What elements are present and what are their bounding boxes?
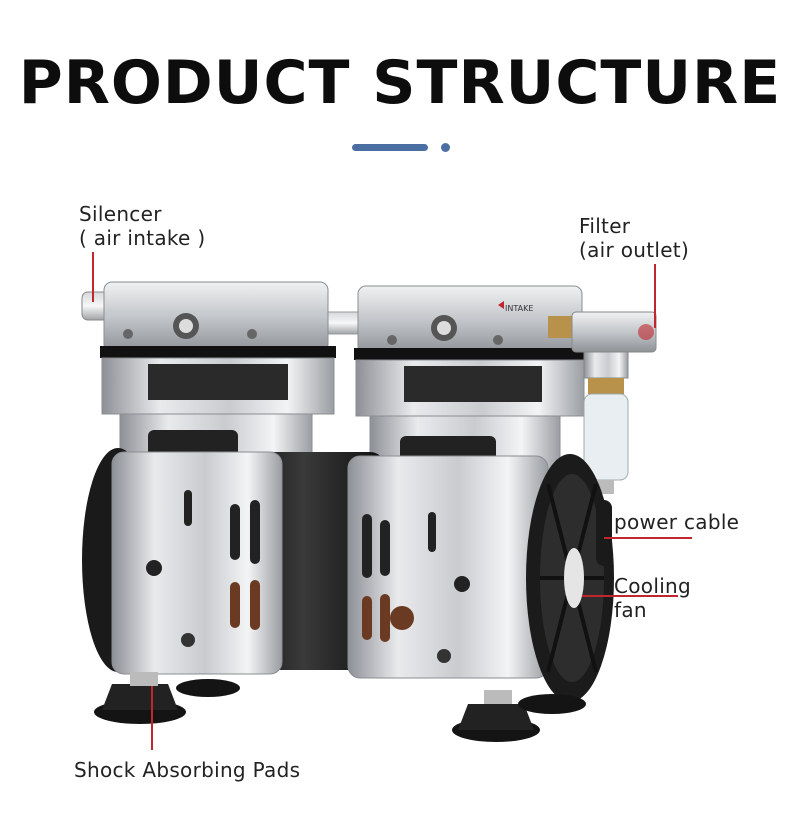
- cooling-fan-label: Cooling fan: [614, 574, 691, 622]
- cooling-fan: [526, 454, 614, 702]
- silencer-leader: [92, 252, 94, 302]
- silencer-label-line1: Silencer: [79, 202, 162, 226]
- filter-leader: [654, 264, 656, 328]
- filter-label-line1: Filter: [579, 214, 631, 238]
- power-cable-leader: [604, 537, 692, 539]
- filter-label-line2: (air outlet): [579, 238, 690, 262]
- right-crankcase: [347, 455, 549, 679]
- title-underline-dot: [441, 143, 450, 152]
- right-cylinder-head: INTAKE: [354, 285, 586, 475]
- cooling-fan-label-line2: fan: [614, 598, 647, 622]
- left-cylinder-head: [100, 281, 336, 475]
- cooling-fan-leader: [582, 595, 678, 597]
- title-underline-bar: [352, 144, 428, 151]
- pads-leader: [151, 686, 153, 750]
- power-cable-label: power cable: [614, 510, 740, 534]
- silencer-label: Silencer ( air intake ): [79, 202, 205, 250]
- shock-pads: [94, 672, 586, 742]
- silencer-label-line2: ( air intake ): [79, 226, 206, 250]
- filter-label: Filter (air outlet): [579, 214, 689, 262]
- left-crankcase: [82, 448, 283, 675]
- shock-pads-label: Shock Absorbing Pads: [74, 758, 301, 782]
- page-title: PRODUCT STRUCTURE: [18, 48, 782, 118]
- cooling-fan-label-line1: Cooling: [614, 574, 692, 598]
- filter-assembly: [548, 311, 657, 494]
- intake-mark: INTAKE: [505, 304, 533, 313]
